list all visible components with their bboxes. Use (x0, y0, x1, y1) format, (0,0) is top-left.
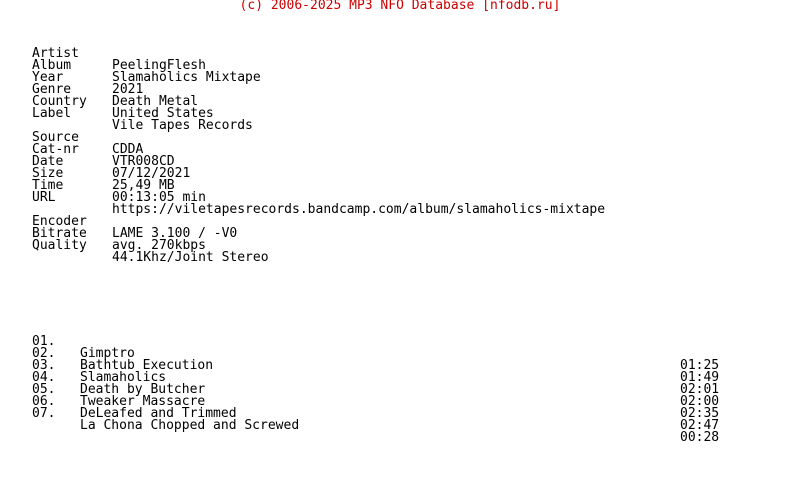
track-number: 02. (32, 346, 56, 361)
release-info-block: Artist PeelingFlesh Album Slamaholics Mi… (32, 36, 261, 132)
info-label: Album (32, 58, 72, 73)
source-row-url: URL https://viletapesrecords.bandcamp.co… (32, 180, 605, 216)
source-row-size: Size 25,49 MB (32, 156, 175, 192)
source-value: 00:13:05 min (112, 190, 206, 205)
info-label: Year (32, 70, 64, 85)
encoding-info-block: Encoder LAME 3.100 / -V0 Bitrate avg. 27… (32, 204, 269, 264)
track-duration: 02:01 (680, 382, 720, 397)
source-value: CDDA (112, 142, 144, 157)
track-title: Tweaker Massacre (80, 394, 206, 409)
source-label: Time (32, 178, 64, 193)
track-title: Gimptro (80, 346, 135, 361)
source-value: VTR008CD (112, 154, 175, 169)
info-value: United States (112, 106, 214, 121)
track-title: Bathtub Execution (80, 358, 214, 373)
encoding-value: avg. 270kbps (112, 238, 206, 253)
info-row-genre: Genre Death Metal (32, 72, 198, 108)
track-number: 07. (32, 406, 56, 421)
source-label: Size (32, 166, 64, 181)
source-url-link[interactable]: https://viletapesrecords.bandcamp.com/al… (112, 202, 606, 217)
info-value: PeelingFlesh (112, 58, 206, 73)
info-row-year: Year 2021 (32, 60, 143, 96)
track-duration: 01:25 (680, 358, 720, 373)
info-label: Country (32, 94, 87, 109)
track-row: 06. DeLeafed and Trimmed 02:47 (32, 384, 719, 432)
track-row: 03. Slamaholics 02:01 (32, 348, 719, 396)
info-value: Slamaholics Mixtape (112, 70, 261, 85)
source-row-time: Time 00:13:05 min (32, 168, 206, 204)
info-row-album: Album Slamaholics Mixtape (32, 48, 261, 84)
info-row-country: Country United States (32, 84, 214, 120)
info-row-label: Label Vile Tapes Records (32, 96, 253, 132)
track-duration: 02:47 (680, 418, 720, 433)
track-duration: 02:00 (680, 394, 720, 409)
info-value: Death Metal (112, 94, 199, 109)
encoding-label: Bitrate (32, 226, 87, 241)
track-duration: 01:49 (680, 370, 720, 385)
encoding-value: 44.1Khz/Joint Stereo (112, 250, 269, 265)
source-row-date: Date 07/12/2021 (32, 144, 190, 180)
copyright-header: (c) 2006-2025 MP3 NFO Database [nfodb.ru… (239, 0, 561, 13)
info-value: Vile Tapes Records (112, 118, 253, 133)
track-duration: 00:28 (680, 430, 720, 445)
track-duration: 02:35 (680, 406, 720, 421)
source-row-source: Source CDDA (32, 120, 143, 156)
info-value: 2021 (112, 82, 144, 97)
source-row-catnr: Cat-nr VTR008CD (32, 132, 175, 168)
info-label: Genre (32, 82, 72, 97)
source-info-block: Source CDDA Cat-nr VTR008CD Date 07/12/2… (32, 120, 605, 216)
track-row: 07. La Chona Chopped and Screwed 00:28 (32, 396, 719, 444)
encoding-row-encoder: Encoder LAME 3.100 / -V0 (32, 204, 237, 240)
source-label: Date (32, 154, 64, 169)
track-number: 03. (32, 358, 56, 373)
track-row: 05. Tweaker Massacre 02:35 (32, 372, 719, 420)
track-row: 02. Bathtub Execution 01:49 (32, 336, 719, 384)
source-label: Source (32, 130, 79, 145)
tracklist-block: 01. Gimptro 01:25 02. Bathtub Execution … (32, 324, 719, 444)
track-number: 04. (32, 370, 56, 385)
track-row: 04. Death by Butcher 02:00 (32, 360, 719, 408)
track-title: Slamaholics (80, 370, 167, 385)
source-value: 25,49 MB (112, 178, 175, 193)
track-row: 01. Gimptro 01:25 (32, 324, 719, 372)
track-title: La Chona Chopped and Screwed (80, 418, 300, 433)
track-number: 06. (32, 394, 56, 409)
encoding-label: Encoder (32, 214, 87, 229)
track-number: 01. (32, 334, 56, 349)
track-number: 05. (32, 382, 56, 397)
info-row-artist: Artist PeelingFlesh (32, 36, 206, 72)
encoding-row-bitrate: Bitrate avg. 270kbps (32, 216, 206, 252)
encoding-row-quality: Quality 44.1Khz/Joint Stereo (32, 228, 269, 264)
encoding-value: LAME 3.100 / -V0 (112, 226, 238, 241)
encoding-label: Quality (32, 238, 87, 253)
source-value: 07/12/2021 (112, 166, 191, 181)
track-title: DeLeafed and Trimmed (80, 406, 237, 421)
source-label: URL (32, 190, 56, 205)
source-label: Cat-nr (32, 142, 79, 157)
track-title: Death by Butcher (80, 382, 206, 397)
info-label: Artist (32, 46, 79, 61)
info-label: Label (32, 106, 72, 121)
